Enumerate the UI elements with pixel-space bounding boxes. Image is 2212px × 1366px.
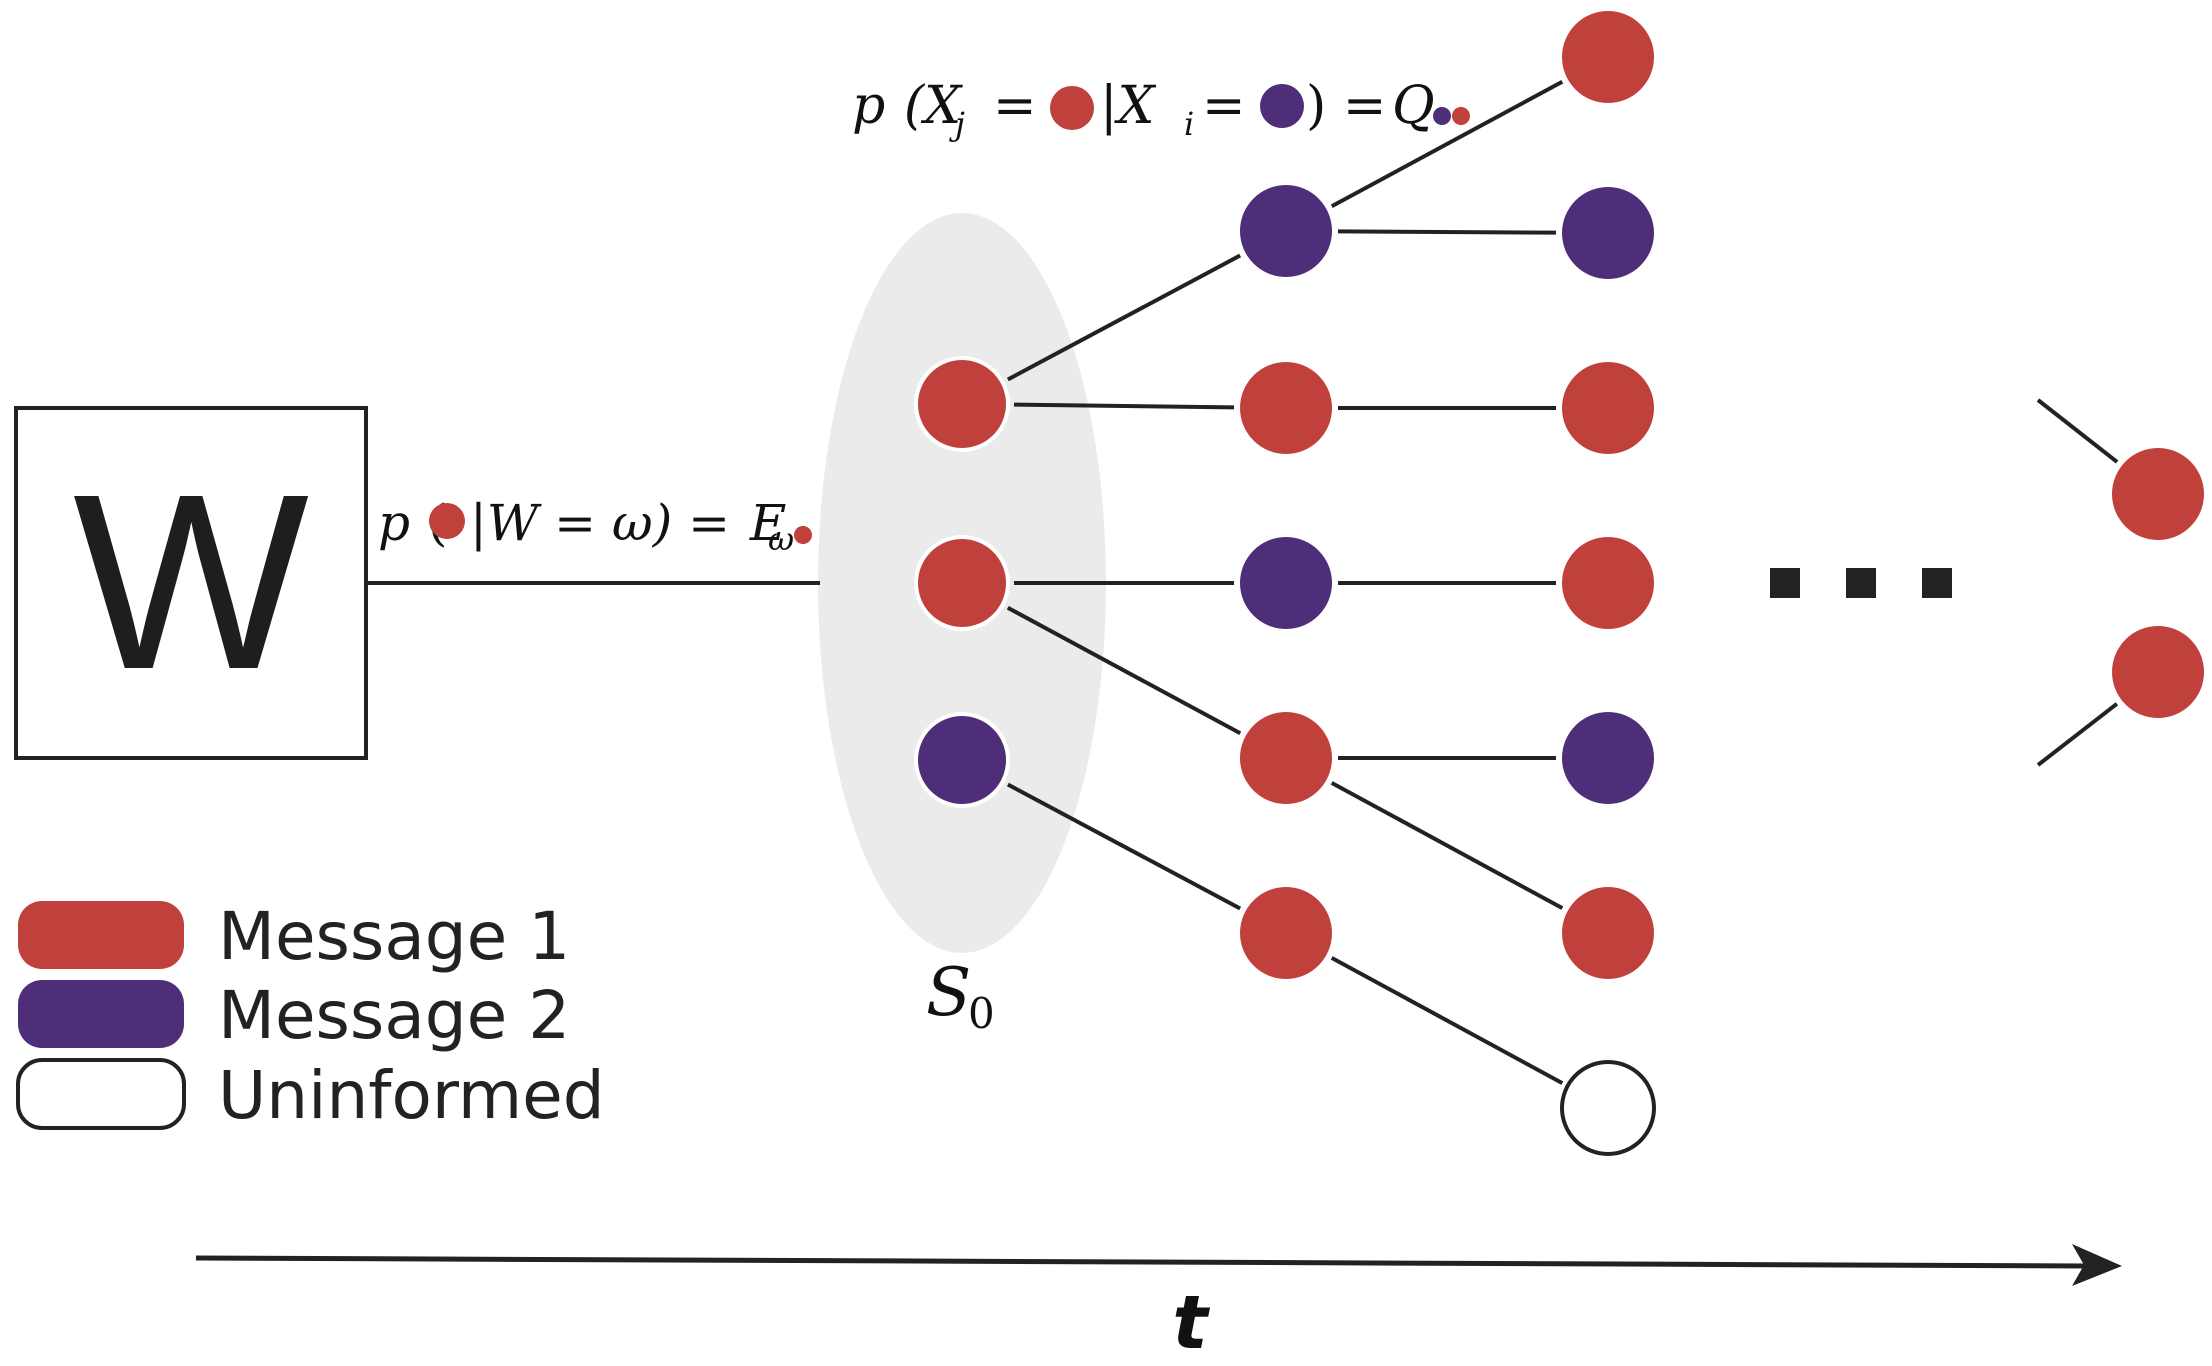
source-prob-sub: ω <box>768 520 794 558</box>
seed-set-label: S 0 <box>926 954 995 1038</box>
edge-s3-a5 <box>1006 782 1242 911</box>
edge-a1-b1 <box>1330 79 1564 209</box>
node-b3-message1 <box>1562 362 1654 454</box>
node-c1-message1 <box>2112 448 2204 540</box>
node-s3-message2 <box>914 712 1010 808</box>
edge-s2-a4 <box>1006 605 1242 736</box>
edge-incoming-c1 <box>2036 398 2119 464</box>
trans-prob-close: ) = <box>1306 76 1386 136</box>
node-b7-uninformed <box>1560 1060 1656 1156</box>
ellipsis-dots <box>1770 568 1952 598</box>
trans-prob-sub-i: i <box>1184 105 1194 143</box>
edge-incoming-c2 <box>2036 702 2119 767</box>
node-c2-message1 <box>2112 626 2204 718</box>
svg-text:S: S <box>926 954 971 1031</box>
node-b1-message1 <box>1562 11 1654 103</box>
edge-a5-b7 <box>1330 956 1564 1085</box>
trans-prob-p: p <box>852 76 885 136</box>
trans-prob-eq2: = <box>1202 76 1246 136</box>
node-a1-message2 <box>1240 185 1332 277</box>
network-nodes <box>914 11 2204 1156</box>
edge-a1-b2 <box>1337 229 1557 235</box>
time-axis: t <box>195 1244 2122 1366</box>
node-a4-message1 <box>1240 712 1332 804</box>
node-b4-message1 <box>1562 537 1654 629</box>
legend-swatch-message2 <box>18 980 184 1048</box>
source-probability-annotation: p ( |W = ω) = E ω <box>378 494 812 558</box>
trans-prob-q: Q <box>1392 76 1435 136</box>
seed-set-sub: 0 <box>968 989 995 1038</box>
node-s2-message1 <box>914 535 1010 631</box>
trans-prob-sub-message1-dot <box>1452 107 1470 125</box>
source-prob-sub-dot <box>794 526 812 544</box>
node-a5-message1 <box>1240 887 1332 979</box>
edge-s1-a2 <box>1013 402 1235 410</box>
trans-prob-mid: |X <box>1100 76 1157 136</box>
transition-probability-annotation: p (X j = |X i = ) = Q <box>852 76 1470 143</box>
time-axis-label: t <box>1172 1280 1210 1366</box>
network-edges <box>1006 79 2119 1085</box>
node-a2-message1 <box>1240 362 1332 454</box>
legend-swatch-message1 <box>18 901 184 969</box>
source-letter: W <box>73 442 309 721</box>
source-prob-e: E <box>749 494 787 552</box>
node-b6-message1 <box>1562 887 1654 979</box>
source-prob-given: |W = ω) = <box>470 494 730 552</box>
node-a3-message2 <box>1240 537 1332 629</box>
edge-a4-b6 <box>1330 781 1564 910</box>
node-b2-message2 <box>1562 187 1654 279</box>
edge-s1-a1 <box>1006 253 1242 382</box>
trans-prob-message1-dot <box>1050 86 1094 130</box>
svg-text:p (X: p (X <box>852 76 963 136</box>
legend-label-uninformed: Uninformed <box>218 1057 605 1134</box>
trans-prob-eq: = <box>993 76 1037 136</box>
trans-prob-message2-dot <box>1260 84 1304 128</box>
node-s1-message1 <box>914 356 1010 452</box>
svg-text:|W = ω) = E: |W = ω) = E <box>470 494 786 552</box>
trans-prob-sub-message2-dot <box>1433 107 1451 125</box>
source-prob-p: p <box>378 494 410 552</box>
trans-prob-xj: (X <box>904 76 963 136</box>
legend-label-message1: Message 1 <box>218 898 570 975</box>
legend-label-message2: Message 2 <box>218 977 570 1054</box>
legend-swatch-uninformed <box>16 1058 186 1130</box>
source-prob-message1-dot <box>429 503 465 539</box>
node-b5-message2 <box>1562 712 1654 804</box>
